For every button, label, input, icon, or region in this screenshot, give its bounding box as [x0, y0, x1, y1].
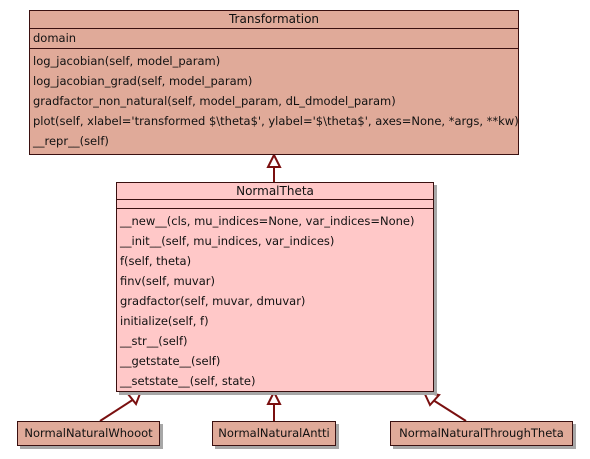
attribute: domain	[33, 31, 77, 45]
inheritance-arrowhead	[422, 390, 441, 407]
methods-section: log_jacobian(self, model_param) log_jaco…	[30, 49, 519, 151]
attributes-section	[117, 200, 433, 209]
inheritance-arrowhead	[126, 389, 143, 406]
class-normalnaturalantti[interactable]: NormalNaturalAntti	[212, 421, 336, 446]
method: gradfactor(self, muvar, dmuvar)	[120, 294, 306, 308]
method: __getstate__(self)	[120, 354, 221, 368]
method: log_jacobian(self, model_param)	[33, 54, 221, 68]
class-normaltheta[interactable]: NormalTheta __new__(cls, mu_indices=None…	[116, 182, 434, 392]
methods-section: __new__(cls, mu_indices=None, var_indice…	[117, 209, 433, 391]
class-normalnaturalwhooot[interactable]: NormalNaturalWhooot	[17, 421, 160, 446]
method: f(self, theta)	[120, 254, 192, 268]
method: __str__(self)	[120, 334, 188, 348]
class-name: NormalNaturalAntti	[218, 426, 330, 440]
method: finv(self, muvar)	[120, 274, 216, 288]
edge-whooot-to-normaltheta	[99, 398, 135, 422]
attributes-section: domain	[30, 29, 518, 49]
method: gradfactor_non_natural(self, model_param…	[33, 94, 396, 108]
method: __init__(self, mu_indices, var_indices)	[120, 234, 335, 248]
class-name: Transformation	[30, 11, 518, 29]
class-normalnaturalthroughtheta[interactable]: NormalNaturalThroughTheta	[390, 421, 573, 446]
class-name: NormalNaturalWhooot	[24, 426, 153, 440]
method: __setstate__(self, state)	[120, 374, 256, 388]
class-name: NormalNaturalThroughTheta	[399, 426, 564, 440]
method: initialize(self, f)	[120, 314, 209, 328]
class-name: NormalTheta	[117, 183, 433, 200]
class-transformation[interactable]: Transformation domain log_jacobian(self,…	[29, 10, 519, 155]
method: plot(self, xlabel='transformed $\theta$'…	[33, 114, 519, 128]
method: log_jacobian_grad(self, model_param)	[33, 74, 253, 88]
inheritance-arrowhead	[266, 152, 282, 168]
method: __new__(cls, mu_indices=None, var_indice…	[120, 214, 415, 228]
edge-throughtheta-to-normaltheta	[432, 399, 467, 422]
method: __repr__(self)	[33, 134, 109, 148]
inheritance-arrowhead	[266, 389, 282, 405]
